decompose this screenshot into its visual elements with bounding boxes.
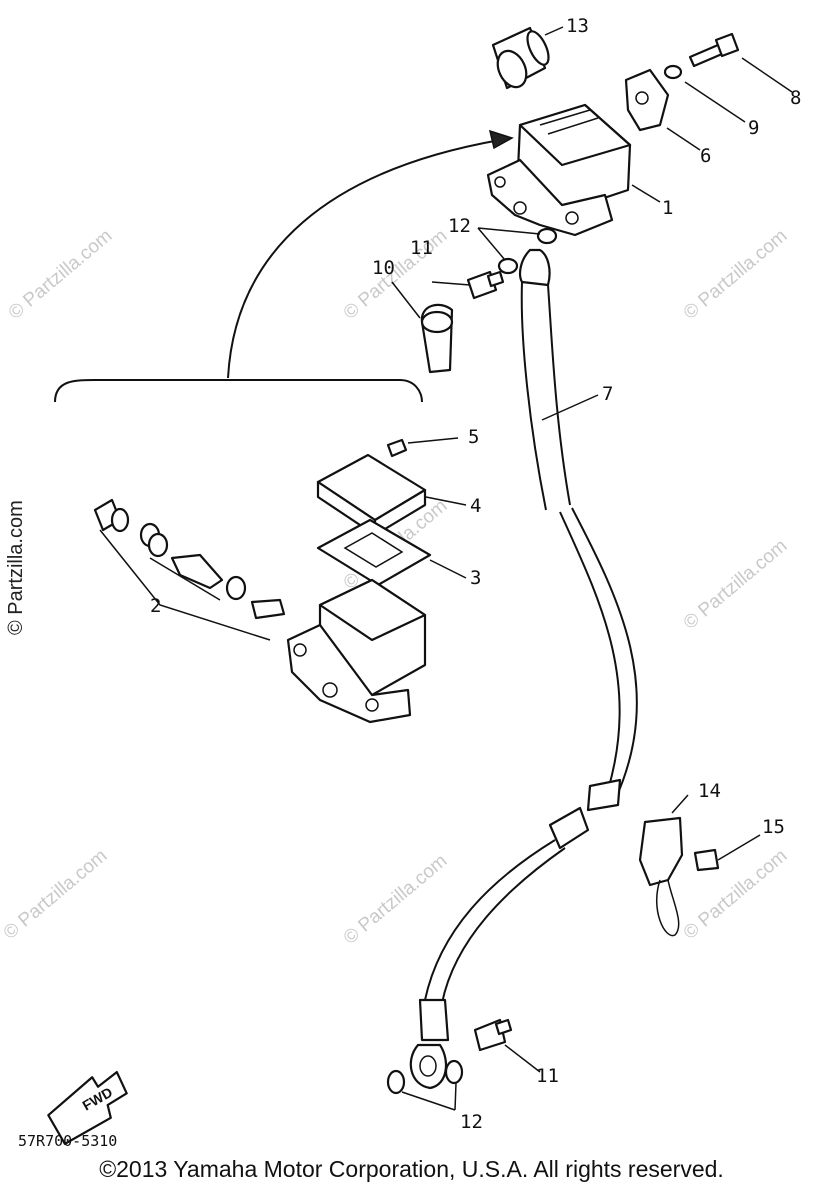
part-6-holder (624, 68, 670, 132)
callout-leaders (391, 26, 793, 1073)
callout-13: 13 (566, 15, 589, 37)
part-14-bracket (638, 816, 684, 937)
callout-numbers: 13 8 9 6 1 12 11 10 7 5 4 3 2 14 15 11 1… (150, 15, 801, 1133)
callout-8: 8 (790, 87, 801, 109)
callout-2: 2 (150, 595, 161, 617)
watermark: © Partzilla.com (5, 225, 117, 323)
callout-10: 10 (372, 257, 395, 279)
callout-6: 6 (700, 145, 711, 167)
master-cylinder-body-exploded (286, 578, 427, 724)
part-7-brake-hose (409, 248, 638, 1090)
side-watermark: © Partzilla.com (5, 500, 27, 635)
watermark: © Partzilla.com (680, 225, 792, 323)
part-13-boot (491, 26, 550, 90)
part-11-union-bolt-bottom (473, 1018, 513, 1052)
part-5-screw (386, 438, 408, 458)
watermark: © Partzilla.com (680, 535, 792, 633)
callout-4: 4 (470, 495, 481, 517)
part-11-union-bolt-top (466, 270, 505, 300)
part-12-leader-top (477, 227, 541, 261)
pointer-arrow-head (488, 129, 514, 150)
part-9-washer (663, 64, 683, 80)
part-code: 57R700-5310 (18, 1132, 117, 1150)
fwd-arrow-icon: FWD (47, 1070, 128, 1145)
part-12-washer-top-a (536, 227, 558, 245)
callout-5: 5 (468, 426, 479, 448)
callout-14: 14 (698, 780, 721, 802)
callout-3: 3 (470, 567, 481, 589)
part-12-washer-bottom-b (386, 1069, 406, 1095)
part-8-bolt (688, 32, 740, 68)
part-10-cap (420, 303, 454, 374)
callout-11-top: 11 (410, 237, 433, 259)
exploded-view-bracket (54, 379, 423, 403)
callout-15: 15 (762, 816, 785, 838)
part-3-diaphragm (316, 518, 432, 587)
callout-11-bottom: 11 (536, 1065, 559, 1087)
part-15-bolt (693, 848, 720, 872)
callout-12-bottom: 12 (460, 1111, 483, 1133)
callout-7: 7 (602, 383, 613, 405)
copyright-notice: ©2013 Yamaha Motor Corporation, U.S.A. A… (99, 1156, 724, 1182)
watermark: © Partzilla.com (0, 845, 111, 943)
watermark: © Partzilla.com (340, 850, 452, 948)
part-12-leader-bottom (401, 1082, 457, 1111)
callout-12-top: 12 (448, 215, 471, 237)
part-2-piston-kit (93, 498, 286, 641)
callout-9: 9 (748, 117, 759, 139)
part-12-washer-top-b (497, 257, 519, 275)
pointer-arrow-line (227, 139, 501, 379)
callout-1: 1 (662, 197, 673, 219)
part-4-cover (316, 453, 427, 537)
part-1-master-cylinder (486, 103, 632, 237)
part-12-washer-bottom-a (444, 1059, 464, 1085)
